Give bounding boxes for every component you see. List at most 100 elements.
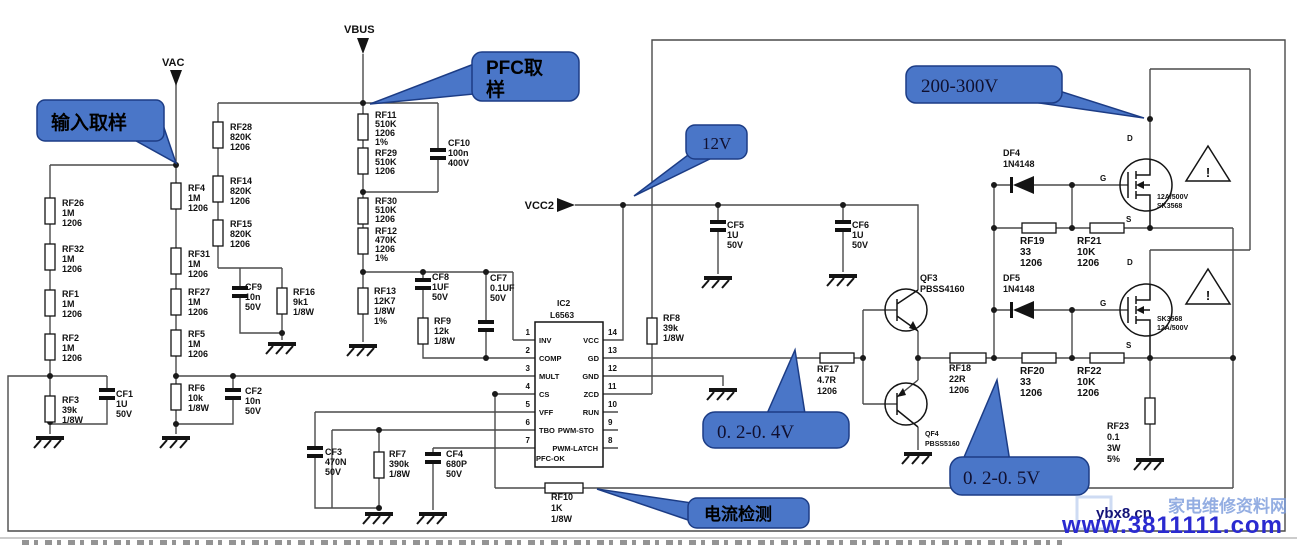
pin-num: 1: [526, 328, 531, 337]
ic-part: L6563: [550, 310, 574, 320]
pin-num: 6: [526, 418, 531, 427]
pin-num: 9: [608, 418, 613, 427]
diode-df4: [1010, 176, 1034, 194]
pin-name: PWM-STO: [558, 426, 594, 435]
resistor-symbols: [44, 113, 1156, 494]
label-gate-top: G: [1100, 174, 1106, 183]
watermark-url-text: www.3811111.com: [1061, 512, 1283, 539]
net-vac: VAC: [162, 57, 184, 69]
callout-02-04v-text: 0. 2-0. 4V: [717, 422, 794, 443]
pin-name: TBO: [539, 426, 555, 435]
warning-mark: !: [1206, 165, 1210, 180]
bottom-cropped-text-strip: [22, 540, 1062, 545]
pin-num: 11: [608, 382, 617, 391]
pin-name: VFF: [539, 408, 554, 417]
pin-name: COMP: [539, 354, 562, 363]
diode-df5: [1010, 301, 1034, 319]
callout-200-300v: [905, 65, 1063, 104]
pin-name: CS: [539, 390, 549, 399]
callout-200-300v-text: 200-300V: [921, 76, 998, 97]
pin-num: 5: [526, 400, 531, 409]
watermark: 家电维修资料网 ybx8.cn www.3811111.com: [1061, 495, 1287, 539]
callout-12v-text: 12V: [702, 134, 732, 153]
pin-name: GD: [588, 354, 600, 363]
label-gate-bottom: G: [1100, 299, 1106, 308]
callout-pfc-sampling: [471, 51, 580, 102]
pin-name-pfc-ok: PFC-OK: [536, 454, 565, 463]
pin-num: 14: [608, 328, 617, 337]
callout-tail: [369, 62, 475, 105]
watermark-logo: [1075, 495, 1113, 531]
callout-current-detect-text: 电流检测: [704, 504, 772, 524]
pin-num: 2: [526, 346, 531, 355]
callout-pfc-sampling-text: PFC取样: [486, 57, 543, 101]
transistor-qf4: [884, 382, 928, 428]
callout-02-05v: [949, 456, 1090, 496]
pin-name: RUN: [583, 408, 599, 417]
warning-triangle-top: !: [1184, 144, 1232, 182]
ic-ref: IC2: [557, 298, 571, 308]
pin-num: 12: [608, 364, 617, 373]
capacitor-symbols: [99, 148, 851, 464]
watermark-site-text: ybx8.cn: [1096, 505, 1152, 522]
callout-12v: [685, 124, 748, 160]
warning-triangle-bottom: !: [1184, 267, 1232, 305]
vac-arrow-icon: [170, 70, 182, 86]
callout-tail: [960, 377, 1011, 463]
label-drain-top: D: [1127, 134, 1133, 143]
net-markers: VAC VBUS VCC2: [162, 24, 575, 212]
callout-input-sampling-text: 输入取样: [51, 111, 127, 134]
pin-num: 13: [608, 346, 617, 355]
pin-num: 7: [526, 436, 531, 445]
vbus-arrow-icon: [357, 38, 369, 54]
pin-name: INV: [539, 336, 552, 345]
pin-num: 3: [526, 364, 531, 373]
pin-num: 10: [608, 400, 617, 409]
pin-name: VCC: [583, 336, 599, 345]
ic-l6563: IC2 L6563 1 2 3 4 5 6 7 14 13 12 11 10 9…: [526, 298, 617, 468]
callout-02-04v: [702, 411, 850, 449]
